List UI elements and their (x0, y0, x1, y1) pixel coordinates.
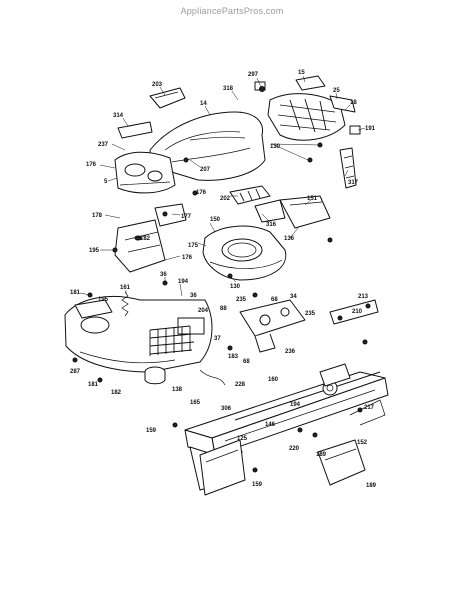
headlight-part[interactable] (329, 95, 356, 113)
callout-316: 316 (266, 222, 277, 228)
grill-part[interactable] (267, 93, 346, 141)
hole-plug-part[interactable] (144, 366, 166, 385)
callout-204: 204 (198, 308, 209, 314)
grill-bracket-part[interactable] (149, 87, 186, 109)
hood-part[interactable] (149, 111, 266, 181)
callout-176-mid: 176 (196, 190, 207, 196)
callout-287: 287 (70, 369, 81, 375)
callout-136: 136 (284, 236, 295, 242)
callout-37: 37 (214, 336, 221, 342)
callout-183: 183 (228, 354, 239, 360)
callout-68-lower: 68 (243, 359, 250, 365)
callout-181: 181 (70, 290, 81, 296)
callout-191: 191 (365, 126, 376, 132)
callout-130-upper: 130 (270, 144, 281, 150)
watermark-text: AppliancePartsPros.com (180, 6, 284, 16)
callout-151: 151 (307, 196, 318, 202)
callout-176-lower: 176 (182, 255, 193, 261)
callout-228: 228 (235, 382, 246, 388)
lens-part[interactable] (295, 75, 326, 91)
callout-36: 36 (160, 272, 167, 278)
callout-25: 25 (333, 88, 340, 94)
callout-175: 175 (188, 243, 199, 249)
callout-176-upper: 176 (86, 162, 97, 168)
callout-138: 138 (172, 387, 183, 393)
hood-side-part[interactable] (339, 147, 357, 189)
callout-labels: 203 297 318 15 25 18 14 314 191 237 130 … (70, 70, 377, 489)
callout-34: 34 (290, 294, 297, 300)
callout-194-lower: 194 (290, 402, 301, 408)
callout-213: 213 (358, 294, 369, 300)
callout-181-lower: 181 (88, 382, 99, 388)
battery-box-part[interactable] (254, 195, 331, 229)
callout-220: 220 (289, 446, 300, 452)
heat-shield-part[interactable] (229, 185, 271, 205)
callout-36-right: 36 (190, 293, 197, 299)
axle-bracket-part[interactable] (329, 299, 379, 325)
callout-5: 5 (104, 179, 108, 185)
callout-235: 235 (236, 297, 247, 303)
callout-125: 125 (237, 436, 248, 442)
callout-236: 236 (285, 349, 296, 355)
skid-plate-part[interactable] (317, 439, 366, 486)
callout-189-lower: 189 (366, 483, 377, 489)
callout-130-lower: 130 (230, 284, 241, 290)
callout-217: 217 (364, 405, 375, 411)
leader-lines (79, 75, 366, 297)
console-part[interactable] (114, 219, 166, 273)
throttle-bracket-part[interactable] (154, 203, 187, 227)
callout-160: 160 (268, 377, 279, 383)
callout-165: 165 (190, 400, 201, 406)
callout-314: 314 (113, 113, 124, 119)
callout-15: 15 (298, 70, 305, 76)
callout-237: 237 (98, 142, 109, 148)
dashboard-part[interactable] (114, 151, 176, 194)
callout-207: 207 (200, 167, 211, 173)
callout-152: 152 (357, 440, 368, 446)
callout-182-lower: 182 (111, 390, 122, 396)
callout-68: 68 (271, 297, 278, 303)
callout-159: 159 (146, 428, 157, 434)
front-plate-part[interactable] (199, 439, 246, 496)
callout-195-mid: 195 (98, 297, 109, 303)
pivot-bracket-part[interactable] (239, 299, 306, 353)
callout-146: 146 (265, 422, 276, 428)
seat-pan-part[interactable] (74, 299, 113, 319)
callout-297: 297 (248, 72, 259, 78)
callout-189: 189 (316, 452, 327, 458)
fuel-tank-part[interactable] (202, 225, 287, 281)
callout-18: 18 (350, 100, 357, 106)
callout-178: 178 (92, 213, 103, 219)
callout-150: 150 (210, 217, 221, 223)
callout-306: 306 (221, 406, 232, 412)
callout-194: 194 (178, 279, 189, 285)
callout-159-lower: 159 (252, 482, 263, 488)
callout-195: 195 (89, 248, 100, 254)
callout-177: 177 (181, 214, 192, 220)
hood-bracket-left-part[interactable] (117, 121, 153, 139)
callout-88: 88 (220, 306, 227, 312)
callout-203: 203 (152, 82, 163, 88)
callout-202: 202 (220, 196, 231, 202)
callout-318: 318 (223, 86, 234, 92)
callout-235-lower: 235 (305, 311, 316, 317)
brake-rod-part[interactable] (199, 369, 386, 426)
callout-210: 210 (352, 309, 363, 315)
callout-161: 161 (120, 285, 131, 291)
callout-14: 14 (200, 101, 207, 107)
callout-317: 317 (348, 180, 359, 186)
spring-part[interactable] (121, 291, 129, 317)
fender-deck-part[interactable] (64, 295, 213, 373)
callout-182: 182 (140, 236, 151, 242)
